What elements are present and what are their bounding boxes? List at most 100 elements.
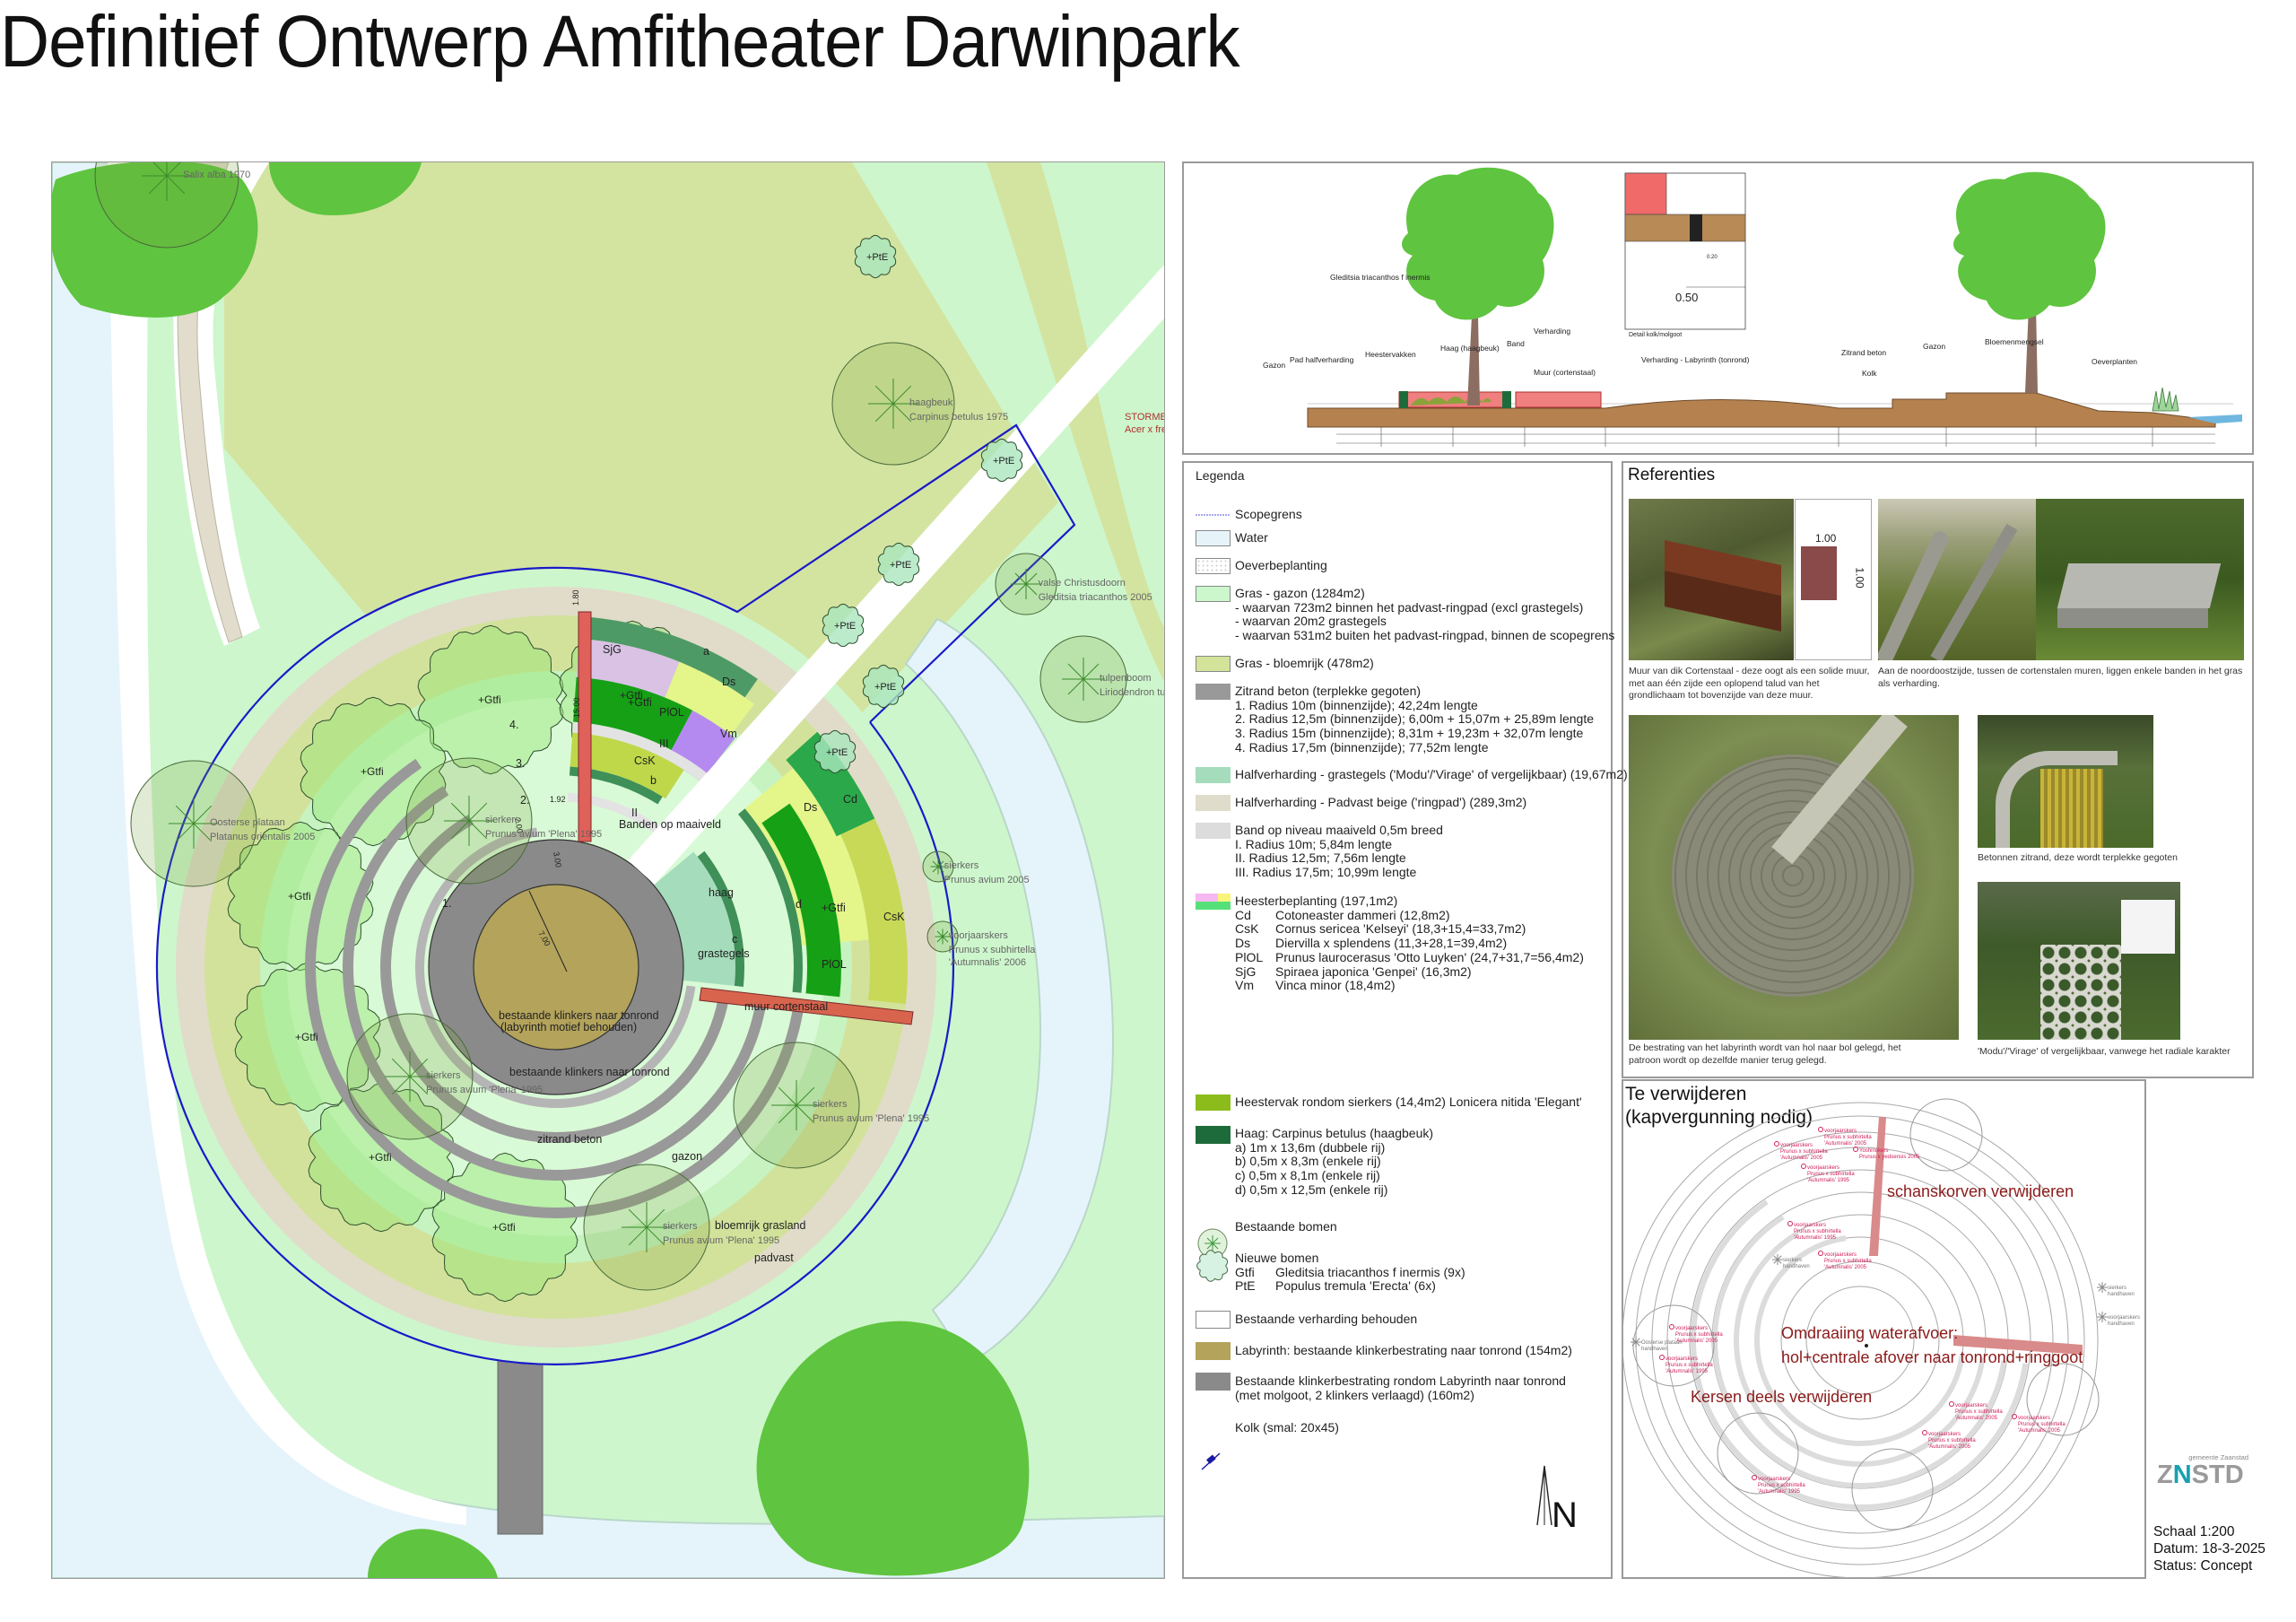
caption-bands: Aan de noordoostzijde, tussen de cortens…	[1878, 666, 2243, 689]
removal-panel	[1622, 1079, 2146, 1579]
legend-zitrand-line: 3. Radius 15m (binnenzijde); 8,31m + 19,…	[1235, 726, 1584, 741]
legend-grastegels: Halfverharding - grastegels ('Modu'/'Vir…	[1235, 767, 1628, 781]
legend-heester-label: Heesterbeplanting (197,1m2)	[1235, 894, 1398, 908]
scale-text: Schaal 1:200	[2153, 1524, 2235, 1539]
legend-band-line: II. Radius 12,5m; 7,56m lengte	[1235, 850, 1406, 866]
section-panel	[1182, 161, 2254, 455]
legend-swatch-band	[1196, 823, 1231, 839]
references-title: Referenties	[1628, 466, 1716, 484]
legend-band-label: Band op niveau maaiveld 0,5m breed	[1235, 823, 1443, 837]
legend-panel	[1182, 461, 1613, 1579]
logo-wordmark: ZNSTD	[2157, 1461, 2256, 1488]
legend-species: PlOL Prunus laurocerasus 'Otto Luyken' (2…	[1235, 949, 1584, 965]
species-name: Prunus laurocerasus 'Otto Luyken' (24,7+…	[1275, 949, 1584, 964]
legend-klinker-label: Bestaande klinkerbestrating rondom Labyr…	[1235, 1373, 1566, 1388]
legend-gazon: Gras - gazon (1284m2) - waarvan 723m2 bi…	[1235, 586, 1615, 643]
legend-zitrand-label: Zitrand beton (terplekke gegoten)	[1235, 684, 1422, 698]
legend-zitrand-line: 4. Radius 17,5m (binnenzijde); 77,52m le…	[1235, 739, 1489, 754]
species-name: Cornus sericea 'Kelseyi' (18,3+15,4=33,7…	[1275, 921, 1526, 937]
legend-swatch-heestervak	[1196, 1094, 1231, 1111]
species-code: Ds	[1235, 936, 1251, 951]
legend-species: PtE Populus tremula 'Erecta' (6x)	[1235, 1279, 1465, 1294]
legend-swatch-bloemrijk	[1196, 656, 1231, 672]
legend-swatch-klinker	[1196, 1373, 1231, 1391]
legend-haag: Haag: Carpinus betulus (haagbeuk) a) 1m …	[1235, 1126, 1434, 1198]
species-name: Vinca minor (18,4m2)	[1275, 978, 1396, 993]
legend-bestaande-bomen: Bestaande bomen	[1235, 1219, 1337, 1234]
legend-band: Band op niveau maaiveld 0,5m breed I. Ra…	[1235, 823, 1443, 880]
logo-letter: Z	[2157, 1461, 2173, 1489]
legend-kolk: Kolk (smal: 20x45)	[1235, 1420, 1339, 1435]
legend-swatch-oever	[1196, 558, 1231, 574]
species-code: Vm	[1235, 978, 1254, 993]
legend-bloemrijk: Gras - bloemrijk (478m2)	[1235, 656, 1374, 670]
legend-swatch-haag	[1196, 1126, 1231, 1144]
legend-nieuwe-bomen-label: Nieuwe bomen	[1235, 1251, 1319, 1265]
legend-swatch-zitrand	[1196, 684, 1231, 700]
species-code: Gtfi	[1235, 1264, 1255, 1279]
legend-swatch-heester	[1196, 894, 1231, 910]
legend-gazon-line: - waarvan 723m2 binnen het padvast-ringp…	[1235, 599, 1584, 615]
legend-haag-line: c) 0,5m x 8,1m (enkele rij)	[1235, 1168, 1380, 1183]
legend-swatch-labyrinth	[1196, 1342, 1231, 1360]
legend-zitrand-line: 2. Radius 12,5m (binnenzijde); 6,00m + 1…	[1235, 711, 1595, 727]
legend-swatch-water	[1196, 530, 1231, 546]
legend-haag-line: d) 0,5m x 12,5m (enkele rij)	[1235, 1182, 1388, 1197]
photo-concrete-seat-edge	[1978, 715, 2153, 848]
legend-haag-line: b) 0,5m x 8,3m (enkele rij)	[1235, 1154, 1381, 1169]
date-text: Datum: 18-3-2025	[2153, 1541, 2266, 1557]
legend-labyrinth: Labyrinth: bestaande klinkerbestrating n…	[1235, 1343, 1572, 1357]
legend-swatch-verharding	[1196, 1311, 1231, 1329]
caption-seat-edge: Betonnen zitrand, deze wordt terplekke g…	[1978, 852, 2178, 863]
legend-padvast: Halfverharding - Padvast beige ('ringpad…	[1235, 795, 1527, 809]
legend-heestervak: Heestervak rondom sierkers (14,4m2) Loni…	[1235, 1094, 1582, 1109]
legend-species: Ds Diervilla x splendens (11,3+28,1=39,4m…	[1235, 936, 1584, 951]
legend-scopegrens: Scopegrens	[1235, 507, 1302, 521]
legend-band-line: I. Radius 10m; 5,84m lengte	[1235, 836, 1393, 851]
logo-letter-accent: N	[2172, 1461, 2192, 1489]
caption-labyrinth: De bestrating van het labyrinth wordt va…	[1629, 1042, 1901, 1066]
legend-water: Water	[1235, 530, 1268, 545]
species-name: Spiraea japonica 'Genpei' (16,3m2)	[1275, 964, 1472, 979]
detail-dim-top: 1.00	[1815, 532, 1837, 545]
legend-zitrand-line: 1. Radius 10m (binnenzijde); 42,24m leng…	[1235, 697, 1478, 712]
photo-concrete-block	[2036, 499, 2244, 660]
detail-dim-side: 1.00	[1853, 567, 1866, 589]
legend-title: Legenda	[1196, 468, 1245, 483]
photo-grass-tiles	[1978, 882, 2180, 1040]
species-code: SjG	[1235, 964, 1257, 979]
legend-gazon-label: Gras - gazon (1284m2)	[1235, 586, 1365, 600]
legend-species: CsK Cornus sericea 'Kelseyi' (18,3+15,4=3…	[1235, 922, 1584, 937]
species-name: Populus tremula 'Erecta' (6x)	[1275, 1278, 1436, 1294]
legend-gazon-line: - waarvan 531m2 buiten het padvast-ringp…	[1235, 628, 1615, 643]
photo-cortenstaal-wall	[1629, 499, 1794, 660]
page-title: Definitief Ontwerp Amfitheater Darwinpar…	[0, 1, 1240, 83]
species-code: PtE	[1235, 1278, 1256, 1294]
logo-municipality: gemeente Zaanstad	[2188, 1453, 2248, 1461]
removal-subtitle: (kapvergunning nodig)	[1625, 1107, 1813, 1128]
legend-haag-line: a) 1m x 13,6m (dubbele rij)	[1235, 1139, 1386, 1155]
species-name: Diervilla x splendens (11,3+28,1=39,4m2)	[1275, 936, 1508, 951]
legend-swatch-grastegels	[1196, 767, 1231, 783]
legend-klinker-line: (met molgoot, 2 klinkers verlaagd) (160m…	[1235, 1387, 1474, 1402]
logo-letters: STD	[2191, 1461, 2244, 1489]
legend-verharding: Bestaande verharding behouden	[1235, 1312, 1418, 1326]
legend-gazon-line: - waarvan 20m2 grastegels	[1235, 614, 1387, 629]
legend-haag-label: Haag: Carpinus betulus (haagbeuk)	[1235, 1126, 1434, 1140]
species-code: CsK	[1235, 921, 1259, 937]
legend-swatch-gazon	[1196, 586, 1231, 602]
removal-title: Te verwijderen	[1625, 1084, 1747, 1104]
photo-labyrinth-aerial	[1629, 715, 1959, 1040]
legend-band-line: III. Radius 17,5m; 10,99m lengte	[1235, 865, 1417, 880]
species-code: Cd	[1235, 907, 1251, 922]
species-code: PlOL	[1235, 949, 1264, 964]
legend-swatch-padvast	[1196, 795, 1231, 811]
photo-bands-in-grass	[1878, 499, 2036, 660]
logo: gemeente Zaanstad ZNSTD	[2157, 1453, 2256, 1488]
detail-wall-drawing: 1.00 1.00	[1795, 499, 1872, 660]
plan-panel	[51, 161, 1165, 1579]
